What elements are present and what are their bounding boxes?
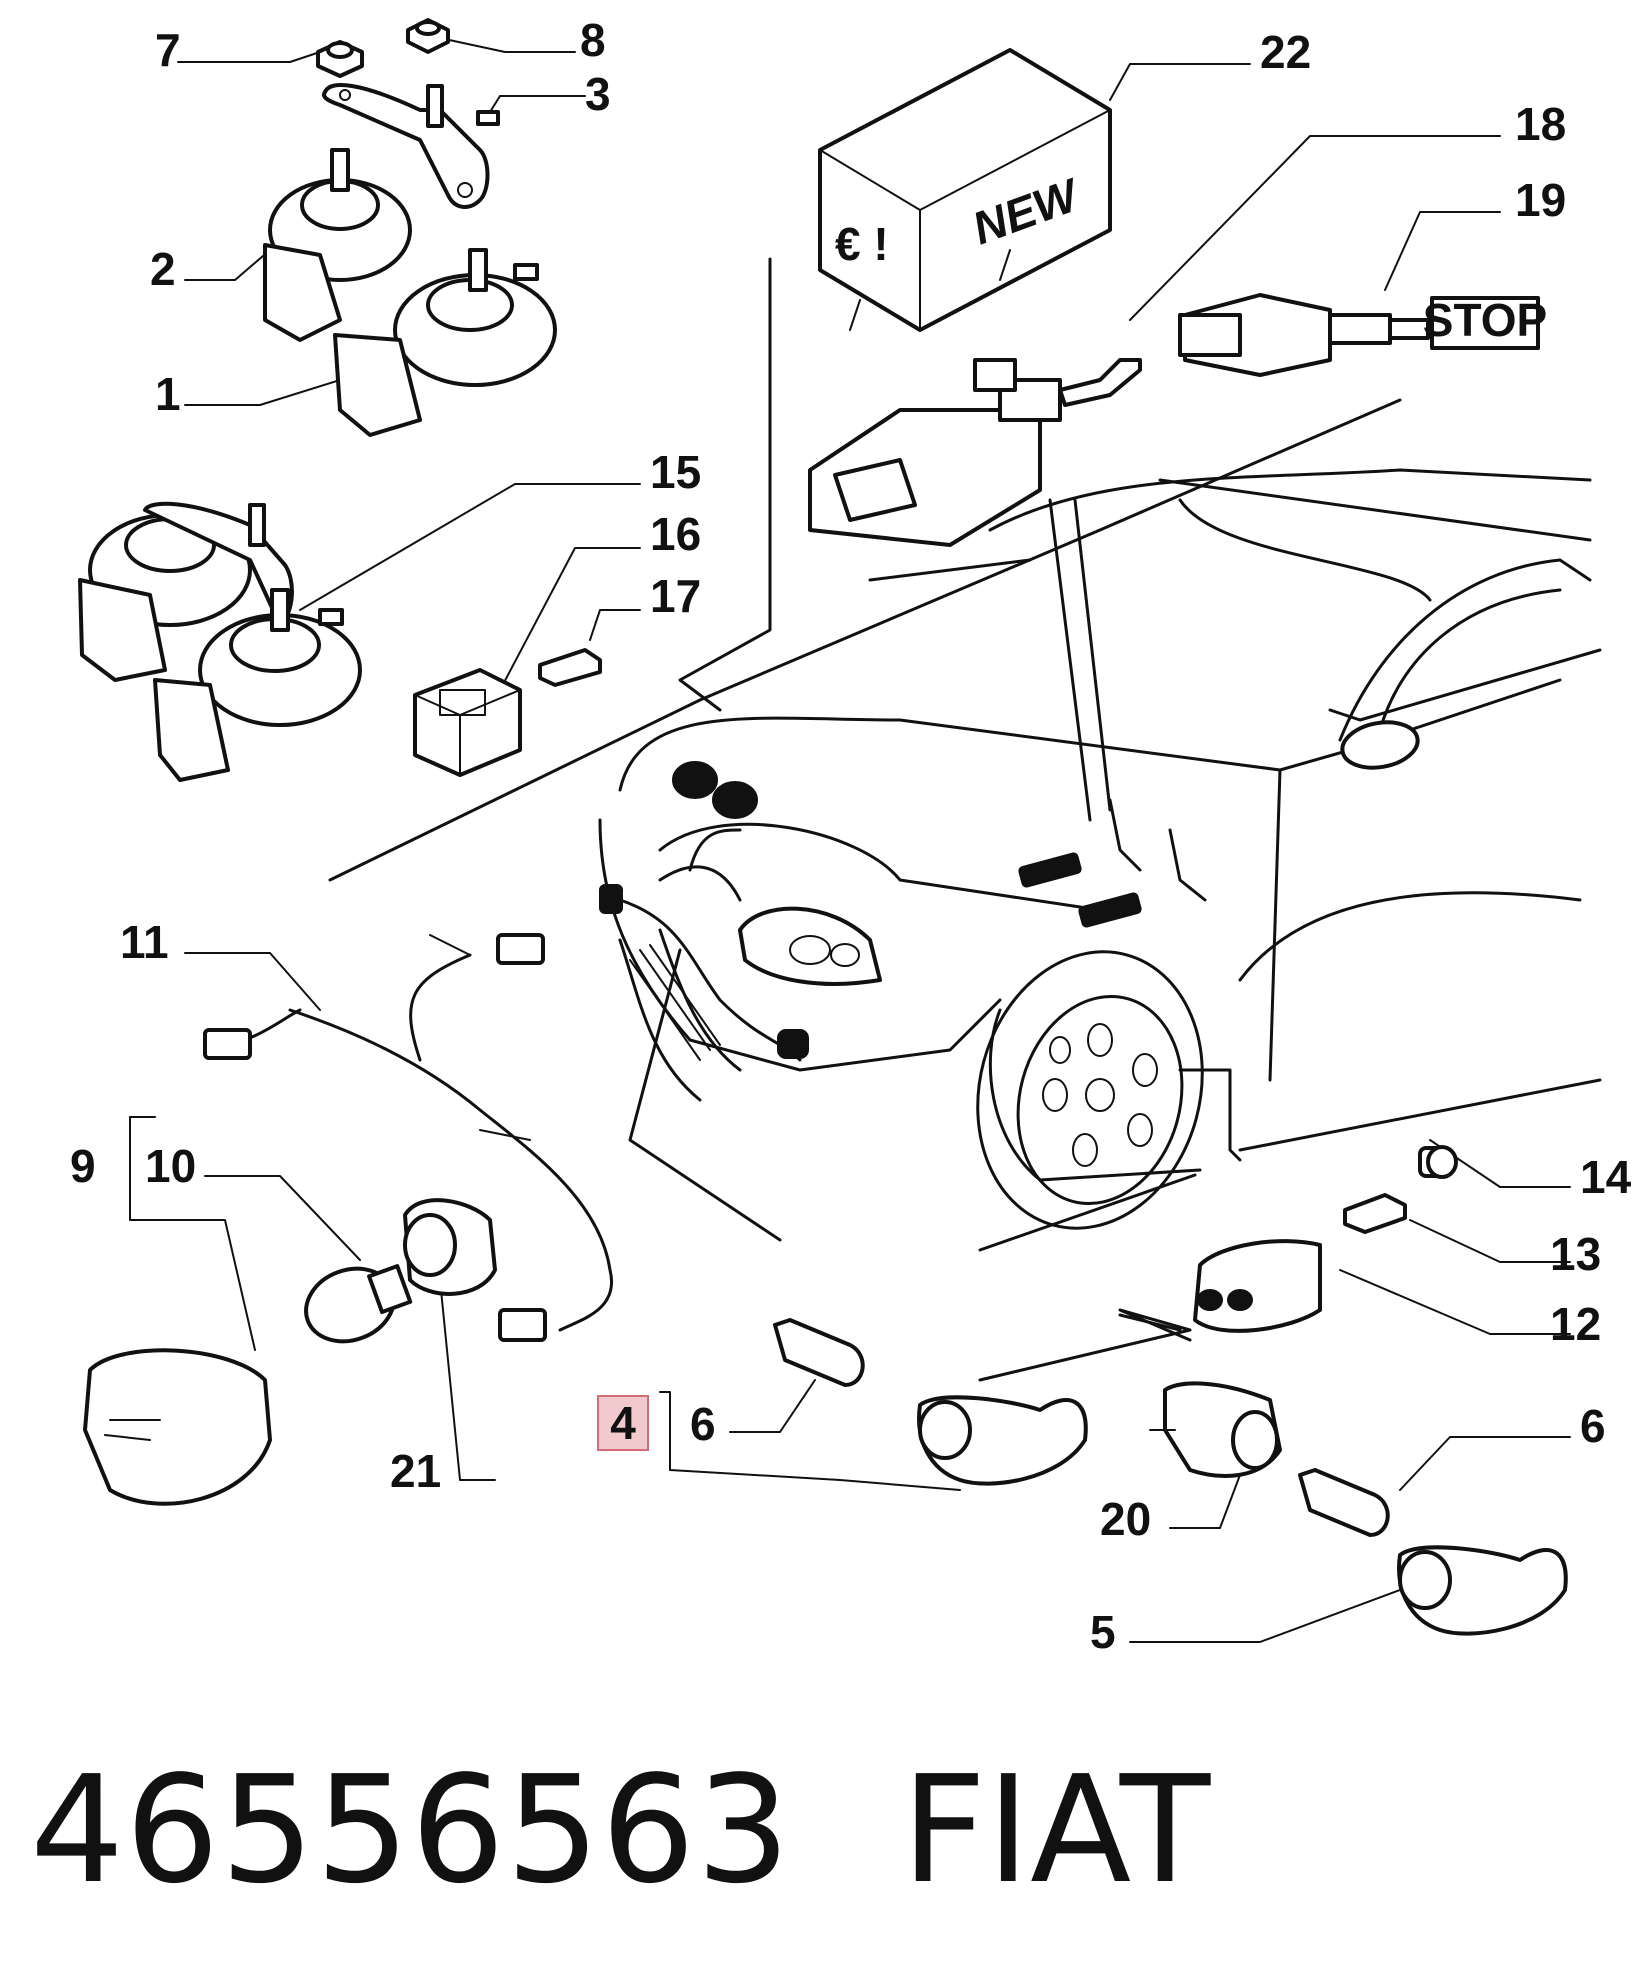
stop-label: STOP [1423, 294, 1547, 346]
callout-5: 5 [1090, 1606, 1116, 1658]
horn-part-1 [333, 248, 557, 437]
bulb-holder-part-20 [1149, 1381, 1282, 1478]
box-euro-label: € ! [835, 218, 889, 270]
callout-7: 7 [155, 24, 181, 76]
bulb-holder-part-21 [403, 1198, 497, 1296]
callout-3: 3 [585, 68, 611, 120]
terminal-part-17 [538, 648, 602, 687]
callout-10: 10 [145, 1140, 196, 1192]
cap-part-14 [1418, 1145, 1458, 1179]
callout-17: 17 [650, 570, 701, 622]
callout-1: 1 [155, 368, 181, 420]
callout-numbers: 7 8 3 2 1 15 16 17 22 18 19 11 9 10 21 4… [70, 14, 1632, 1658]
callout-16: 16 [650, 508, 701, 560]
stop-switch-part-19: STOP [1178, 293, 1547, 377]
callout-9: 9 [70, 1140, 96, 1192]
callout-18: 18 [1515, 98, 1566, 150]
callout-19: 19 [1515, 174, 1566, 226]
parts-diagram: NEW € ! STOP [70, 14, 1632, 1658]
nut-part-8 [406, 18, 450, 54]
nut-part-7 [316, 40, 364, 78]
leader-lines [129, 37, 1571, 1643]
callout-13: 13 [1550, 1228, 1601, 1280]
footer: 46556563 FIAT [30, 1735, 1630, 1925]
callout-15: 15 [650, 446, 701, 498]
horn-assembly-part-15 [78, 501, 362, 782]
repeater-lamp-part-4 [917, 1395, 1088, 1486]
callout-8: 8 [580, 14, 606, 66]
car-outline [328, 398, 1602, 1252]
package-box-part-22: NEW € ! [818, 48, 1112, 332]
socket-part-12 [1193, 1239, 1322, 1333]
callout-4: 4 [610, 1397, 636, 1449]
side-repeater-part-9 [83, 1348, 272, 1506]
callout-14: 14 [1580, 1151, 1632, 1203]
callout-22: 22 [1260, 26, 1311, 78]
callout-21: 21 [390, 1445, 441, 1497]
bulb-part-6-left [773, 1318, 865, 1387]
callout-11: 11 [120, 916, 169, 968]
callout-2: 2 [150, 243, 176, 295]
brand-name: FIAT [901, 1744, 1211, 1916]
repeater-lamp-part-5 [1397, 1545, 1568, 1636]
stop-switch-part-18 [808, 358, 1142, 547]
bracket-part-3 [321, 83, 500, 209]
callout-20: 20 [1100, 1493, 1151, 1545]
part-number: 46556563 [30, 1744, 792, 1916]
wiring-harness-part-11 [203, 933, 614, 1342]
horn-part-2 [263, 148, 412, 342]
bulb-part-10 [304, 1264, 413, 1344]
connector-part-16 [413, 668, 522, 777]
callout-4-highlight [597, 1395, 649, 1451]
callout-6-right: 6 [1580, 1400, 1606, 1452]
callout-12: 12 [1550, 1298, 1601, 1350]
bulb-part-6-right [1298, 1468, 1390, 1537]
terminal-part-13 [1343, 1193, 1407, 1234]
callout-6-left: 6 [690, 1398, 716, 1450]
